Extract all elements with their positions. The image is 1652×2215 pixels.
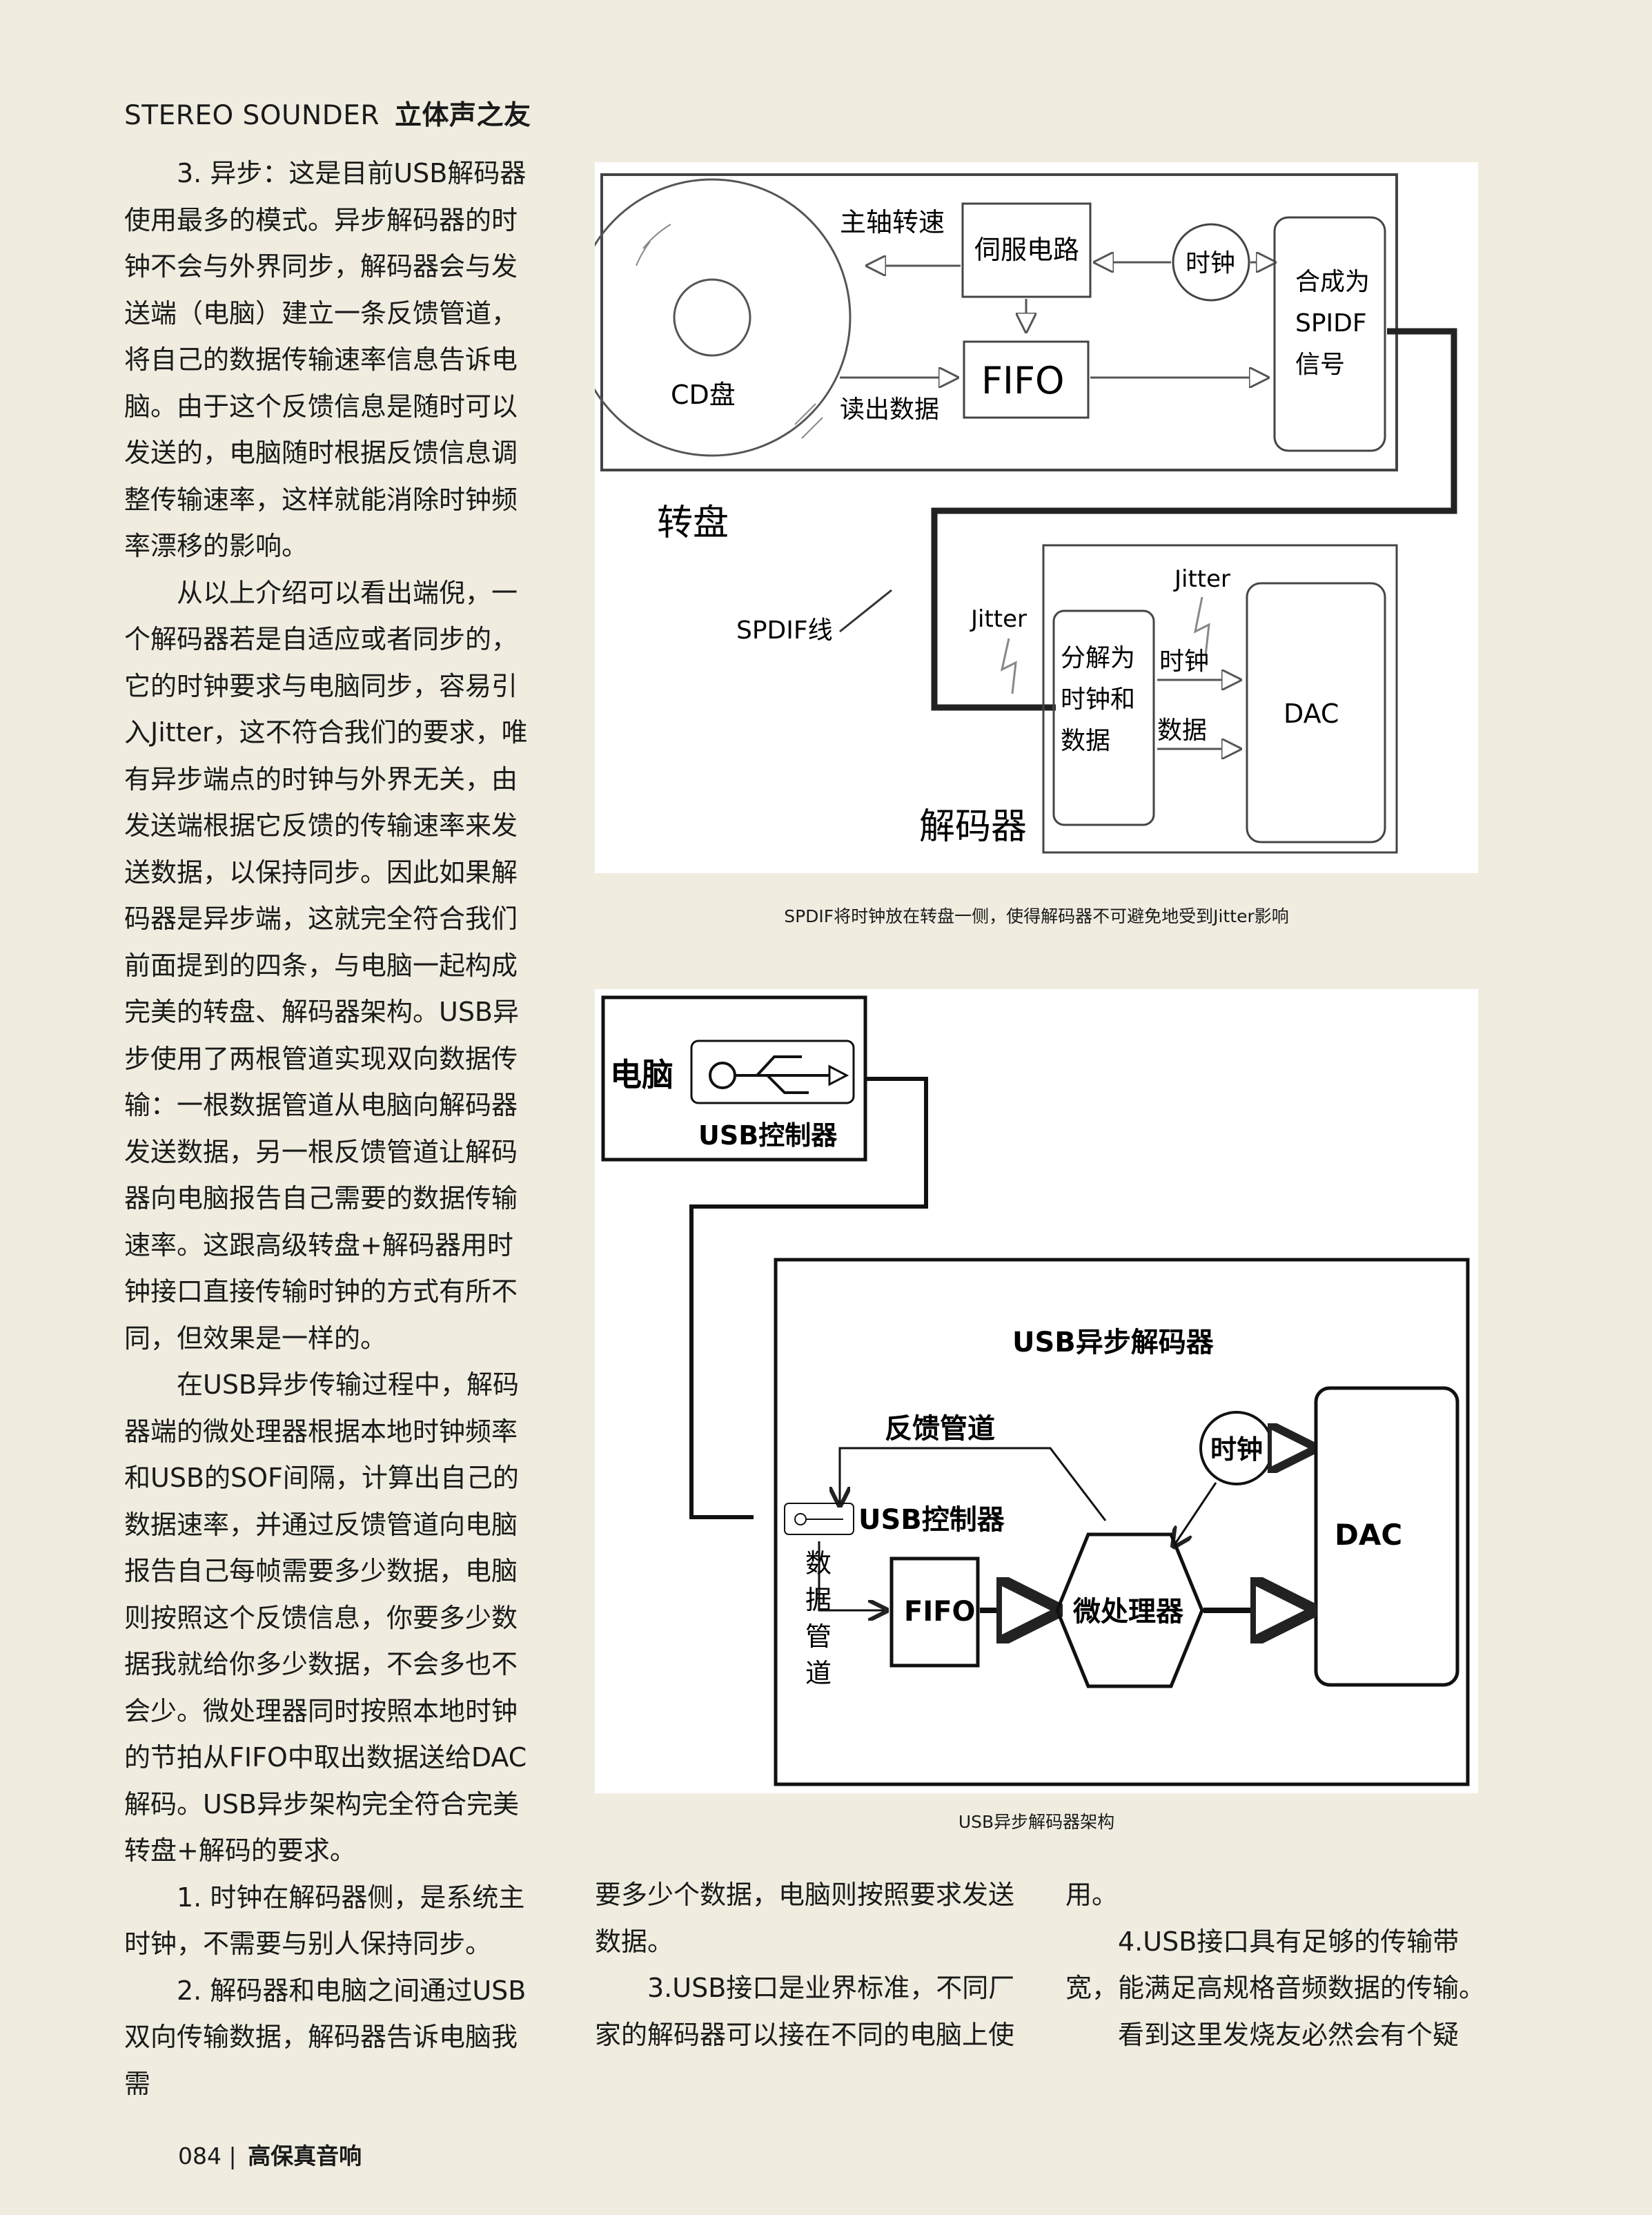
header-en: STEREO SOUNDER	[124, 100, 380, 131]
data-label: 数据	[1157, 716, 1207, 745]
cd-label: CD盘	[671, 380, 736, 410]
paragraph: 用。	[1065, 1880, 1119, 1910]
split-box	[1052, 609, 1155, 826]
paragraph: 2. 解码器和电脑之间通过USB双向传输数据，解码器告诉电脑我需	[124, 1975, 527, 2099]
servo-label: 伺服电路	[974, 235, 1079, 265]
turntable-box	[600, 173, 1398, 471]
spdif-diagram-svg: CD盘 伺服电路 主轴转速 时钟 FIFO 读出数据 合成为 SPIDF 信号 …	[573, 173, 1457, 854]
spdif-line-label: SPDIF线	[736, 616, 833, 645]
dac-label: DAC	[1284, 699, 1339, 729]
paragraph: 看到这里发烧友必然会有个疑	[1118, 2019, 1459, 2050]
magazine-name: 高保真音响	[248, 2143, 362, 2169]
usb-cable	[689, 1077, 928, 1519]
mcu-hexagon	[1055, 1532, 1204, 1688]
decoder-label: 解码器	[919, 806, 1027, 848]
jitter-label: Jitter	[970, 605, 1027, 633]
paragraph: 3. 异步：这是目前USB解码器使用最多的模式。异步解码器的时钟不会与外界同步，…	[124, 158, 527, 561]
feedback-label: 反馈管道	[885, 1413, 995, 1445]
usb-async-diagram-svg: 电脑 USB控制器 USB异步解码器 反馈管道 时钟 DAC USB控制器 数 …	[601, 995, 1470, 1786]
page-footer: 084 | 高保真音响	[178, 2138, 362, 2171]
pipe-label: 管	[805, 1621, 832, 1652]
combine-box	[1273, 216, 1386, 452]
spdif-cable	[931, 328, 1457, 711]
combine-label: 合成为	[1295, 268, 1370, 296]
usbctrl2-label: USB控制器	[858, 1504, 1005, 1536]
decoder-box	[1042, 544, 1398, 854]
figure-1-caption: SPDIF将时钟放在转盘一侧，使得解码器不可避免地受到Jitter影响	[784, 906, 1289, 926]
footer-divider: |	[222, 2143, 244, 2169]
paragraph: 3.USB接口是业界标准，不同厂家的解码器可以接在不同的电脑上使	[595, 1973, 1015, 2050]
clk2-label: 时钟	[1159, 647, 1209, 676]
paragraph: 1. 时钟在解码器侧，是系统主时钟，不需要与别人保持同步。	[124, 1882, 525, 1960]
clock-label: 时钟	[1210, 1434, 1263, 1465]
usb-decoder-box	[774, 1258, 1470, 1786]
jitter-label: Jitter	[1173, 565, 1230, 593]
cd-disc	[573, 178, 852, 457]
cd-hole	[673, 278, 751, 357]
column-1: 3. 异步：这是目前USB解码器使用最多的模式。异步解码器的时钟不会与外界同步，…	[124, 150, 538, 2107]
paragraph: 要多少个数据，电脑则按照要求发送数据。	[595, 1880, 1015, 1957]
turntable-label: 转盘	[657, 502, 729, 544]
combine-label: SPIDF	[1295, 309, 1367, 338]
spindle-label: 主轴转速	[840, 207, 945, 237]
combine-label: 信号	[1295, 351, 1345, 379]
split-label: 分解为	[1061, 644, 1135, 672]
dac-box	[1314, 1386, 1459, 1687]
spdif-diagram: CD盘 伺服电路 主轴转速 时钟 FIFO 读出数据 合成为 SPIDF 信号 …	[573, 162, 1478, 873]
column-2: 要多少个数据，电脑则按照要求发送数据。 3.USB接口是业界标准，不同厂家的解码…	[595, 1872, 1017, 2058]
usb-icon	[690, 1040, 855, 1104]
servo-box	[961, 202, 1092, 298]
clock-label: 时钟	[1186, 249, 1235, 277]
pipe-label: 道	[805, 1658, 832, 1688]
fifo-label: FIFO	[981, 359, 1065, 402]
page-number: 084	[178, 2143, 222, 2169]
split-label: 数据	[1061, 727, 1110, 755]
figure-2-caption: USB异步解码器架构	[958, 1812, 1115, 1832]
paragraph: 在USB异步传输过程中，解码器端的微处理器根据本地时钟频率和USB的SOF间隔，…	[124, 1369, 527, 1866]
usb-async-diagram: 电脑 USB控制器 USB异步解码器 反馈管道 时钟 DAC USB控制器 数 …	[595, 989, 1478, 1793]
fifo-box	[889, 1557, 980, 1668]
usb-icon-small	[784, 1503, 854, 1535]
fifo-box	[963, 340, 1090, 419]
clock-circle	[1172, 223, 1250, 302]
header-cn: 立体声之友	[395, 100, 531, 131]
mcu-label: 微处理器	[1072, 1596, 1184, 1628]
dac-box	[1246, 582, 1386, 843]
usb-decoder-title: USB异步解码器	[1012, 1327, 1215, 1358]
dac-label: DAC	[1335, 1518, 1402, 1552]
running-header: STEREO SOUNDER 立体声之友	[124, 94, 531, 133]
usbctrl-label: USB控制器	[698, 1120, 838, 1151]
read-label: 读出数据	[840, 396, 939, 424]
pc-label: 电脑	[610, 1056, 673, 1093]
paragraph: 从以上介绍可以看出端倪，一个解码器若是自适应或者同步的，它的时钟要求与电脑同步，…	[124, 577, 528, 1354]
split-label: 时钟和	[1061, 685, 1135, 714]
paragraph: 4.USB接口具有足够的传输带宽，能满足高规格音频数据的传输。	[1065, 1926, 1486, 2004]
fifo-label: FIFO	[904, 1596, 976, 1628]
column-3: 用。 4.USB接口具有足够的传输带宽，能满足高规格音频数据的传输。 看到这里发…	[1065, 1872, 1488, 2058]
